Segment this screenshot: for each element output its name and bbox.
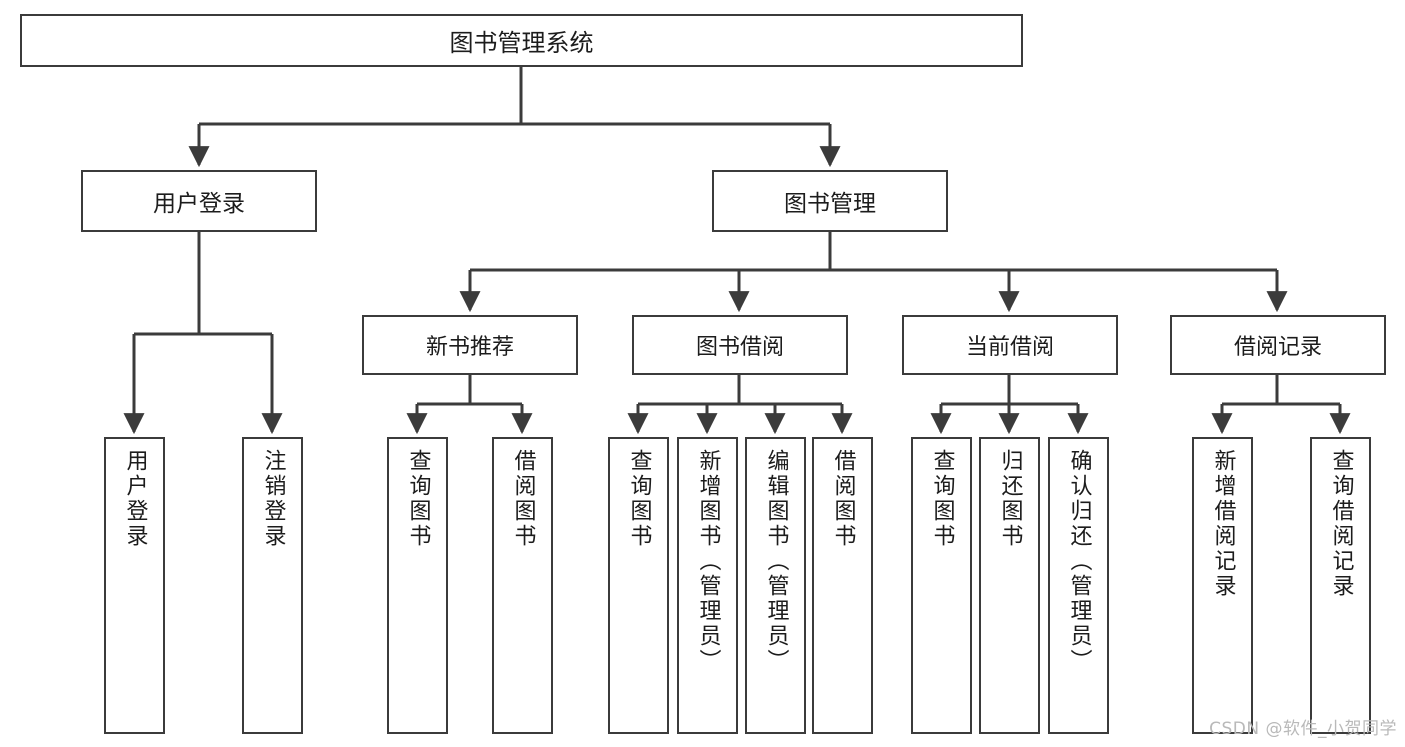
leaf-user-login-label: 用户登录 (122, 449, 148, 549)
leaf-add-borrow-record-label: 新增借阅记录 (1210, 449, 1236, 599)
leaf-query-book-2-label: 查询图书 (626, 449, 652, 549)
leaf-add-book[interactable]: 新增图书（管理员） (677, 437, 738, 734)
leaf-borrow-book-2[interactable]: 借阅图书 (812, 437, 873, 734)
leaf-query-book-2[interactable]: 查询图书 (608, 437, 669, 734)
node-book-management[interactable]: 图书管理 (712, 170, 948, 232)
leaf-user-login[interactable]: 用户登录 (104, 437, 165, 734)
node-new-book-recommend-label: 新书推荐 (425, 335, 514, 360)
node-root-label: 图书管理系统 (449, 29, 594, 57)
node-borrow-record[interactable]: 借阅记录 (1170, 315, 1386, 375)
leaf-borrow-book-1[interactable]: 借阅图书 (492, 437, 553, 734)
node-current-borrow[interactable]: 当前借阅 (902, 315, 1118, 375)
leaf-add-book-label: 新增图书（管理员） (695, 449, 721, 674)
node-root[interactable]: 图书管理系统 (20, 14, 1023, 67)
leaf-query-book-1-label: 查询图书 (405, 449, 431, 549)
leaf-confirm-return-label: 确认归还（管理员） (1066, 449, 1092, 674)
leaf-add-borrow-record[interactable]: 新增借阅记录 (1192, 437, 1253, 734)
leaf-edit-book[interactable]: 编辑图书（管理员） (745, 437, 806, 734)
node-book-borrow-label: 图书借阅 (695, 335, 784, 360)
watermark: CSDN @软件_小贺同学 (1209, 719, 1397, 739)
leaf-edit-book-label: 编辑图书（管理员） (763, 449, 789, 674)
leaf-query-borrow-record[interactable]: 查询借阅记录 (1310, 437, 1371, 734)
leaf-query-book-3[interactable]: 查询图书 (911, 437, 972, 734)
node-book-management-label: 图书管理 (784, 191, 876, 217)
leaf-return-book-label: 归还图书 (997, 449, 1023, 549)
node-book-borrow[interactable]: 图书借阅 (632, 315, 848, 375)
node-current-borrow-label: 当前借阅 (965, 335, 1054, 360)
leaf-logout-login[interactable]: 注销登录 (242, 437, 303, 734)
node-user-login-label: 用户登录 (153, 191, 245, 217)
leaf-borrow-book-1-label: 借阅图书 (510, 449, 536, 549)
leaf-borrow-book-2-label: 借阅图书 (830, 449, 856, 549)
node-user-login[interactable]: 用户登录 (81, 170, 317, 232)
leaf-query-book-3-label: 查询图书 (929, 449, 955, 549)
leaf-confirm-return[interactable]: 确认归还（管理员） (1048, 437, 1109, 734)
leaf-logout-login-label: 注销登录 (260, 449, 286, 549)
node-new-book-recommend[interactable]: 新书推荐 (362, 315, 578, 375)
leaf-query-borrow-record-label: 查询借阅记录 (1328, 449, 1354, 599)
node-borrow-record-label: 借阅记录 (1233, 335, 1322, 360)
leaf-query-book-1[interactable]: 查询图书 (387, 437, 448, 734)
leaf-return-book[interactable]: 归还图书 (979, 437, 1040, 734)
